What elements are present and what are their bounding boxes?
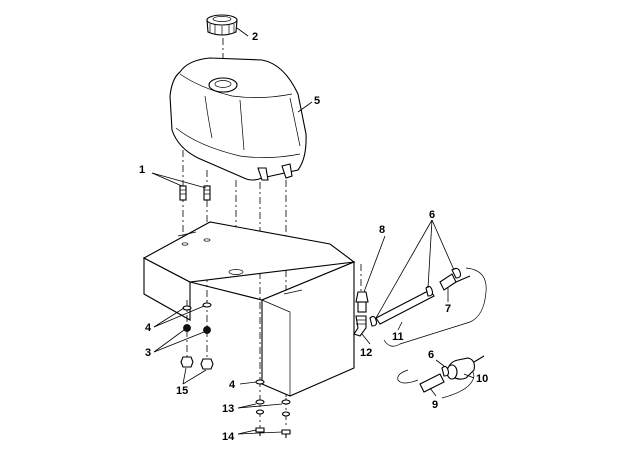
stud-bolt <box>203 185 211 201</box>
lock-washer <box>183 324 191 332</box>
fuel-filter-assembly <box>397 355 485 399</box>
callout-4: 4 <box>145 322 152 334</box>
hex-bolt <box>281 429 291 438</box>
lock-washer <box>255 409 265 415</box>
callout-10: 10 <box>476 373 488 385</box>
callout-8: 8 <box>379 224 385 236</box>
callout-6: 6 <box>429 209 435 221</box>
callout-2: 2 <box>252 31 258 43</box>
flat-washer <box>255 399 265 405</box>
stud-bolt <box>179 185 187 201</box>
hex-bolt <box>255 427 265 436</box>
callout-5: 5 <box>314 95 320 107</box>
fuel-tank <box>169 57 307 181</box>
flat-washer <box>281 399 291 405</box>
lock-washer <box>203 326 211 334</box>
callout-15: 15 <box>176 385 188 397</box>
callout-13: 13 <box>222 403 234 415</box>
mounting-bracket <box>142 221 356 397</box>
callout-7: 7 <box>445 303 451 315</box>
callout-6: 6 <box>428 349 434 361</box>
flat-washer <box>202 302 212 308</box>
callout-14: 14 <box>222 431 235 443</box>
callout-12: 12 <box>360 347 372 359</box>
callout-4: 4 <box>229 379 236 391</box>
callout-9: 9 <box>432 399 438 411</box>
fuel-line-assembly <box>353 267 487 347</box>
hex-nut <box>180 356 194 368</box>
flat-washer <box>182 305 192 311</box>
callout-3: 3 <box>145 347 151 359</box>
fuel-cap <box>206 14 238 36</box>
hex-nut <box>200 358 214 370</box>
leader-lines <box>151 27 475 435</box>
callout-1: 1 <box>139 164 145 176</box>
flat-washer <box>255 379 265 385</box>
callout-11: 11 <box>392 331 404 343</box>
lock-washer <box>281 411 291 417</box>
